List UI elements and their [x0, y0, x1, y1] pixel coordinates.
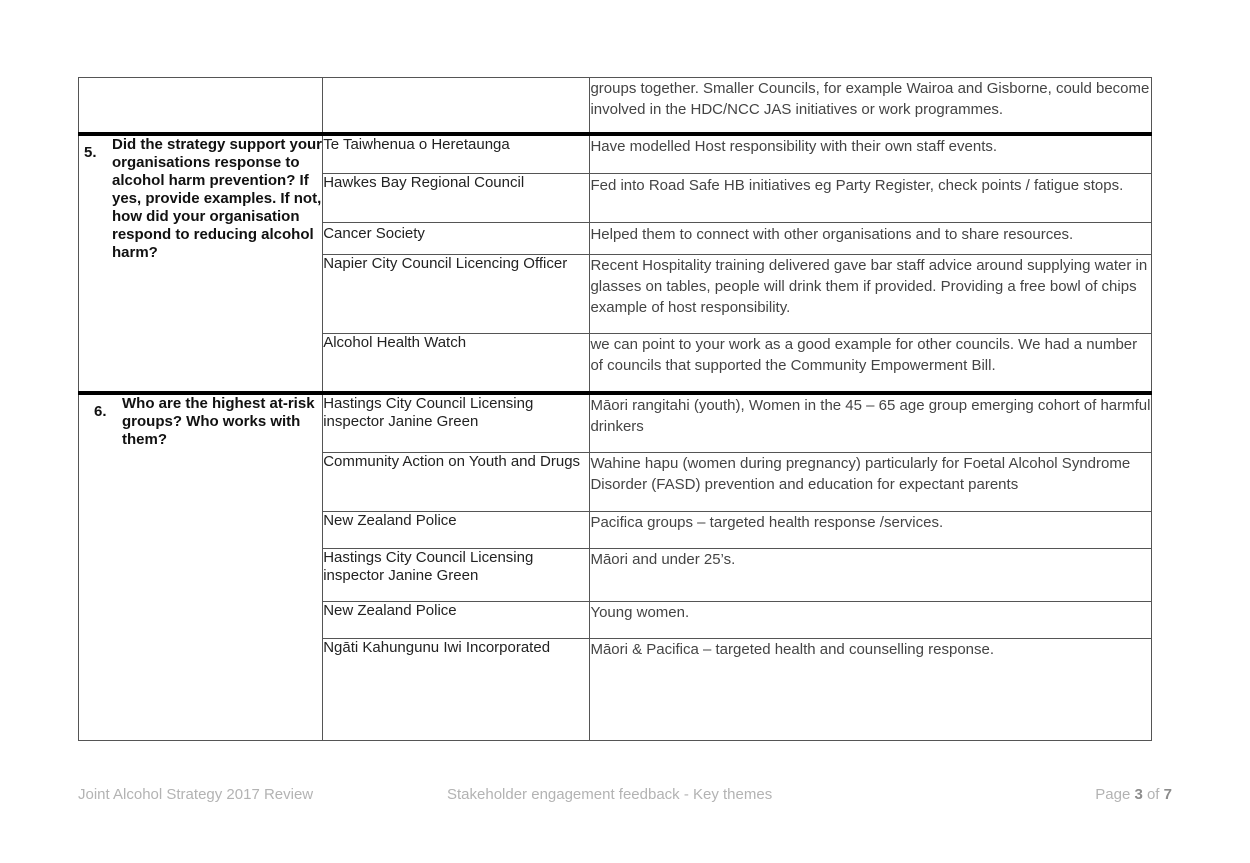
stakeholder-cell: New Zealand Police: [322, 511, 591, 549]
feedback-cell: Pacifica groups – targeted health respon…: [589, 511, 1152, 549]
stakeholder-cell: Ngāti Kahungunu Iwi Incorporated: [322, 638, 591, 741]
question-number: 5.: [84, 143, 97, 161]
footer-document-title: Joint Alcohol Strategy 2017 Review: [78, 786, 314, 803]
question-cell: 5. Did the strategy support your organis…: [77, 131, 324, 393]
feedback-cell: Māori & Pacifica – targeted health and c…: [589, 638, 1152, 741]
question-text: Did the strategy support your organisati…: [112, 135, 323, 261]
question-cell: [77, 77, 324, 134]
table-row: Ngāti Kahungunu Iwi Incorporated Māori &…: [79, 638, 1152, 741]
question-number: 6.: [94, 402, 107, 420]
feedback-cell: Have modelled Host responsibility with t…: [589, 131, 1152, 174]
table-row: Napier City Council Licencing Officer Re…: [79, 254, 1152, 334]
feedback-cell: Helped them to connect with other organi…: [589, 222, 1152, 255]
stakeholder-cell: Hastings City Council Licensing inspecto…: [322, 390, 591, 453]
page-current: 3: [1134, 786, 1143, 803]
page-of: of: [1142, 786, 1164, 803]
stakeholder-cell: Napier City Council Licencing Officer: [322, 254, 591, 334]
stakeholder-cell: Cancer Society: [322, 222, 591, 255]
table-row: Hastings City Council Licensing inspecto…: [79, 548, 1152, 602]
question-text: Who are the highest at-risk groups? Who …: [122, 394, 315, 448]
footer-page-number: Page 3 of 7: [1095, 786, 1172, 803]
stakeholder-cell: New Zealand Police: [322, 601, 591, 639]
table-row: 5. Did the strategy support your organis…: [77, 131, 1152, 393]
feedback-cell: Fed into Road Safe HB initiatives eg Par…: [589, 173, 1152, 223]
stakeholder-cell: [322, 77, 591, 134]
stakeholder-cell: Alcohol Health Watch: [322, 333, 591, 393]
feedback-cell: we can point to your work as a good exam…: [589, 333, 1152, 393]
feedback-table: groups together. Smaller Councils, for e…: [77, 77, 1152, 741]
question-cell: 6. Who are the highest at-risk groups? W…: [77, 390, 324, 741]
stakeholder-cell: Hastings City Council Licensing inspecto…: [322, 548, 591, 602]
feedback-cell: Wahine hapu (women during pregnancy) par…: [589, 452, 1152, 512]
stakeholder-cell: Hawkes Bay Regional Council: [322, 173, 591, 223]
stakeholder-cell: Te Taiwhenua o Heretaunga: [322, 131, 591, 174]
table-row: Alcohol Health Watch we can point to you…: [79, 333, 1152, 393]
stakeholder-cell: Community Action on Youth and Drugs: [322, 452, 591, 512]
table-row: 6. Who are the highest at-risk groups? W…: [77, 390, 1152, 741]
footer-section-title: Stakeholder engagement feedback - Key th…: [447, 786, 773, 803]
page-prefix: Page: [1095, 786, 1135, 803]
feedback-cell: Young women.: [589, 601, 1152, 639]
table-row: Hawkes Bay Regional Council Fed into Roa…: [79, 173, 1152, 223]
table-row: New Zealand Police Pacifica groups – tar…: [79, 511, 1152, 549]
table-row: Community Action on Youth and Drugs Wahi…: [79, 452, 1152, 512]
feedback-cell: groups together. Smaller Councils, for e…: [589, 77, 1152, 134]
feedback-cell: Māori rangitahi (youth), Women in the 45…: [589, 390, 1152, 453]
feedback-cell: Recent Hospitality training delivered ga…: [589, 254, 1152, 334]
feedback-cell: Māori and under 25’s.: [589, 548, 1152, 602]
table-row: groups together. Smaller Councils, for e…: [77, 77, 1152, 134]
table-row: Cancer Society Helped them to connect wi…: [79, 222, 1152, 255]
page-total: 7: [1163, 786, 1172, 803]
table-row: New Zealand Police Young women.: [79, 601, 1152, 639]
